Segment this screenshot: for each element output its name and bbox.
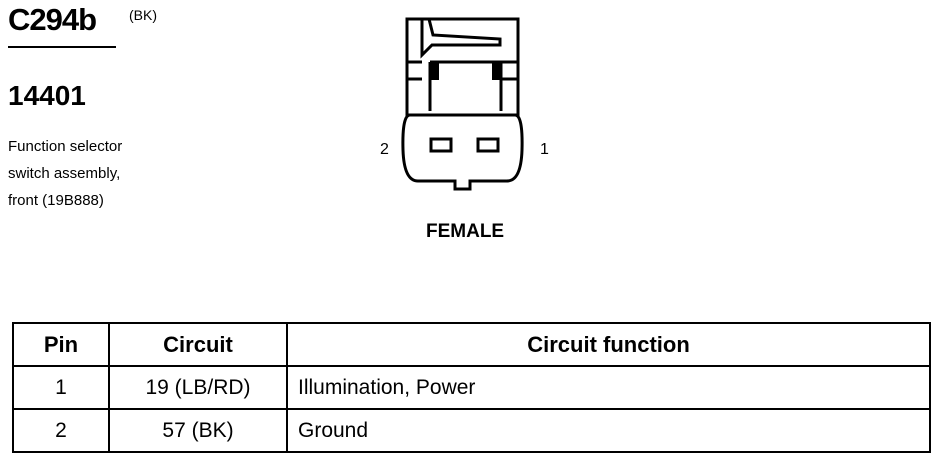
header-pin: Pin [12, 322, 110, 367]
description-line: switch assembly, [8, 165, 121, 182]
latch-slot [430, 60, 503, 111]
latch-lever [420, 18, 502, 59]
cell-circuit: 19 (LB/RD) [108, 365, 288, 410]
connector-color-code: (BK) [129, 7, 157, 23]
table-row: 1 19 (LB/RD) Illumination, Power [12, 365, 931, 410]
mating-face [401, 113, 524, 191]
table-row: 2 57 (BK) Ground [12, 408, 931, 453]
latch-tab-right [492, 62, 502, 80]
cell-pin: 2 [12, 408, 110, 453]
pin-table: Pin Circuit Circuit function 1 19 (LB/RD… [12, 322, 931, 453]
header-circuit: Circuit [108, 322, 288, 367]
connector-id: C294b [8, 2, 97, 37]
cell-circuit: 57 (BK) [108, 408, 288, 453]
latch-tab-left [429, 62, 439, 80]
terminal-pin-2 [429, 137, 453, 153]
housing-side-left [407, 60, 422, 81]
header-circuit-function: Circuit function [286, 322, 931, 367]
table-header-row: Pin Circuit Circuit function [12, 322, 931, 367]
component-description: Function selector switch assembly, front… [8, 133, 178, 214]
housing-side-right [501, 60, 518, 81]
part-number: 14401 [8, 80, 86, 111]
cell-function: Ground [286, 408, 931, 453]
pin-label-1: 1 [540, 141, 549, 158]
title-underline [8, 46, 116, 48]
cell-pin: 1 [12, 365, 110, 410]
cell-function: Illumination, Power [286, 365, 931, 410]
pin-label-2: 2 [380, 141, 389, 158]
connector-face-diagram [401, 17, 524, 191]
connector-gender: FEMALE [426, 221, 505, 242]
description-line: Function selector [8, 138, 123, 155]
terminal-pin-1 [476, 137, 500, 153]
description-line: front (19B888) [8, 192, 104, 209]
